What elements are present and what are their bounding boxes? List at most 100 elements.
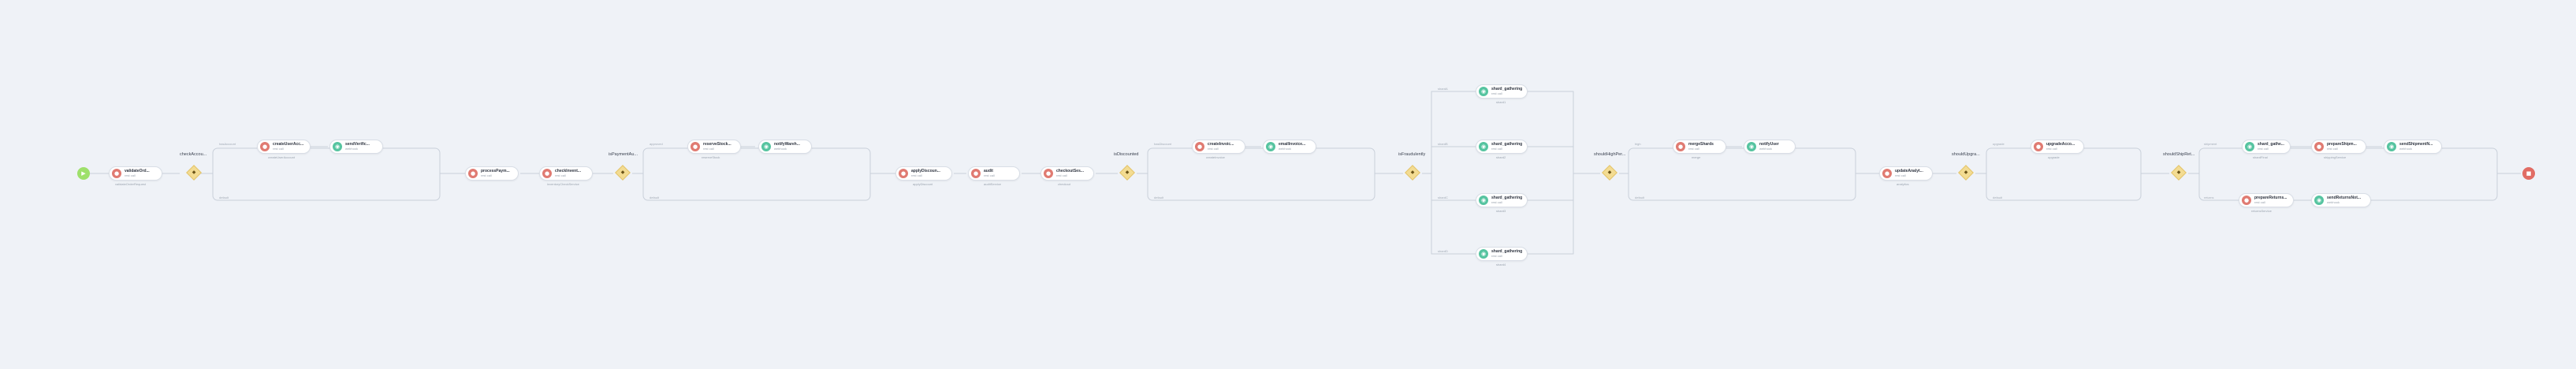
- rest-call-icon: ●: [112, 169, 121, 178]
- task-node-reserve-stock[interactable]: ● reserveStock...rest call: [687, 140, 741, 154]
- node-caption: createInvoice: [1206, 155, 1225, 159]
- webhook-icon: ◉: [1266, 142, 1275, 151]
- node-title: processPaym...: [481, 169, 510, 173]
- task-node-validate-order[interactable]: ● validateOrd...rest call: [109, 166, 162, 181]
- node-title: applyDiscoun...: [911, 169, 940, 173]
- task-node-prepare-returns[interactable]: ● prepareReturns...rest call: [2239, 193, 2294, 207]
- task-node-check-inventory[interactable]: ● checkInvent...rest call: [539, 166, 593, 181]
- webhook-icon: ◉: [2314, 196, 2324, 205]
- node-title: mergeShards: [1688, 142, 1714, 147]
- task-node-create-user-account[interactable]: ● createUserAcc...rest call: [257, 140, 311, 154]
- node-caption: reserveStock: [702, 155, 720, 159]
- node-subtitle: rest call: [1491, 91, 1502, 95]
- node-title: shard_gatheringC: [1491, 196, 1522, 200]
- gateway-label: isDiscounted: [1114, 152, 1139, 157]
- task-node-prepare-shipment[interactable]: ● prepareShipm...rest call: [2311, 140, 2366, 154]
- branch-label: default: [1635, 196, 1645, 199]
- rest-call-icon: ●: [899, 169, 908, 178]
- node-subtitle: webhook: [1759, 147, 1773, 151]
- node-caption: merge: [1692, 155, 1701, 159]
- webhook-icon: ◉: [1479, 249, 1488, 259]
- branch-label: shardA: [1438, 87, 1448, 91]
- task-node-shard-final[interactable]: ◉ shard_gathe...rest call: [2242, 140, 2291, 154]
- node-subtitle: rest call: [1208, 147, 1219, 151]
- node-subtitle: rest call: [2258, 147, 2269, 151]
- start-event[interactable]: ▶: [77, 167, 90, 180]
- node-subtitle: rest call: [1491, 200, 1502, 204]
- stop-icon: ■: [2526, 170, 2532, 177]
- task-node-upgrade-account[interactable]: ● upgradeAcco...rest call: [2031, 140, 2084, 154]
- play-icon: ▶: [81, 170, 86, 177]
- task-node-notify-warehouse[interactable]: ◉ notifyWareh...webhook: [758, 140, 812, 154]
- node-subtitle: rest call: [2046, 147, 2057, 151]
- node-title: reserveStock...: [703, 142, 731, 147]
- task-node-send-returns-notification[interactable]: ◉ sendReturnsNot...webhook: [2311, 193, 2371, 207]
- node-subtitle: webhook: [1279, 147, 1292, 151]
- gateway-label: shouldShipRet...: [2163, 152, 2195, 157]
- node-title: createInvoic...: [1208, 142, 1234, 147]
- gateway-icon: ◆: [1125, 170, 1130, 175]
- rest-call-icon: ●: [1882, 169, 1892, 178]
- node-title: upgradeAcco...: [2046, 142, 2075, 147]
- branch-label: approved: [650, 142, 663, 146]
- node-subtitle: rest call: [984, 173, 995, 177]
- task-node-apply-discount[interactable]: ● applyDiscoun...rest call: [895, 166, 952, 181]
- node-title: shard_gatheringB: [1491, 142, 1522, 147]
- gateway-label: shouldUpgra...: [1952, 152, 1980, 157]
- branch-label: default: [1993, 196, 2003, 199]
- node-subtitle: rest call: [555, 173, 566, 177]
- node-title: sendReturnsNot...: [2327, 196, 2362, 200]
- gateway-icon: ◆: [620, 170, 625, 175]
- rest-call-icon: ●: [1044, 169, 1053, 178]
- node-title: sendVerific...: [345, 142, 370, 147]
- node-caption: upgrade: [2048, 155, 2060, 159]
- node-subtitle: rest call: [1688, 147, 1699, 151]
- node-caption: createUserAccount: [268, 155, 296, 159]
- branch-label: returns: [2204, 196, 2214, 199]
- gateway-label: isPaymentAu...: [609, 152, 638, 157]
- branch-label: upgrade: [1993, 142, 2005, 146]
- node-subtitle: rest call: [125, 173, 136, 177]
- rest-call-icon: ●: [542, 169, 552, 178]
- node-caption: applyDiscount: [913, 182, 933, 186]
- gateway-icon: ◆: [1410, 170, 1415, 175]
- task-node-send-shipment-notification[interactable]: ◉ sendShipmentN...webhook: [2384, 140, 2442, 154]
- gateway-icon: ◆: [1607, 170, 1612, 175]
- task-node-checkout-session[interactable]: ● checkoutSes...rest call: [1040, 166, 1094, 181]
- node-subtitle: rest call: [2327, 147, 2338, 151]
- task-node-email-invoice[interactable]: ◉ emailInvoice...webhook: [1263, 140, 1316, 154]
- node-subtitle: rest call: [481, 173, 492, 177]
- gateway-label: checkAccou...: [180, 152, 207, 157]
- node-subtitle: webhook: [345, 147, 359, 151]
- node-subtitle: rest call: [1491, 254, 1502, 258]
- branch-label: default: [219, 196, 229, 199]
- node-title: createUserAcc...: [273, 142, 304, 147]
- task-node-create-invoice[interactable]: ● createInvoic...rest call: [1192, 140, 1245, 154]
- webhook-icon: ◉: [1479, 196, 1488, 205]
- node-title: prepareReturns...: [2254, 196, 2288, 200]
- task-node-send-verification[interactable]: ◉ sendVerific...webhook: [329, 140, 383, 154]
- task-node-process-payment[interactable]: ● processPaym...rest call: [465, 166, 519, 181]
- gateway-label: isFraudulently: [1398, 152, 1426, 157]
- gateway-label: shouldHighPer...: [1594, 152, 1626, 157]
- node-caption: shippingService: [2324, 155, 2347, 159]
- end-event[interactable]: ■: [2522, 167, 2535, 180]
- node-title: emailInvoice...: [1279, 142, 1306, 147]
- task-node-update-analytics[interactable]: ● updateAnalyt...rest call: [1879, 166, 1933, 181]
- webhook-icon: ◉: [2245, 142, 2254, 151]
- webhook-icon: ◉: [1479, 142, 1488, 151]
- node-caption: shard4: [1496, 263, 1506, 266]
- gateway-icon: ◆: [1964, 170, 1968, 175]
- node-caption: inventoryCheckService: [547, 182, 579, 186]
- node-title: shard_gatheringA: [1491, 87, 1522, 91]
- node-title: notifyWareh...: [774, 142, 800, 147]
- node-caption: returnsService: [2251, 209, 2272, 213]
- node-subtitle: rest call: [273, 147, 284, 151]
